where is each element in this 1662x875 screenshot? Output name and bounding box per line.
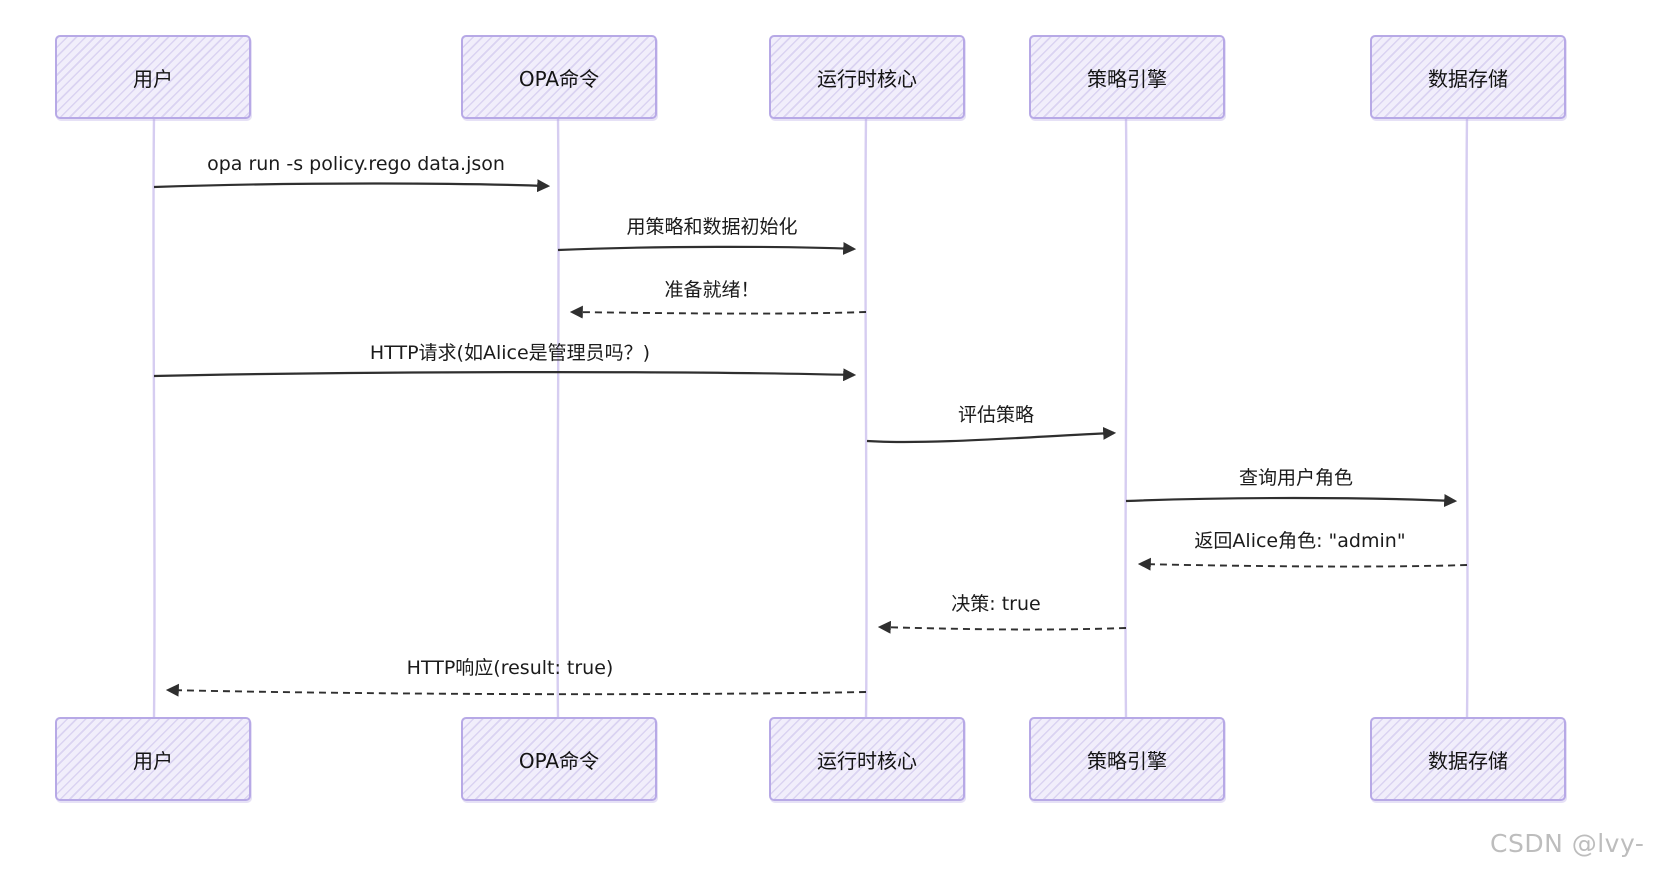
message-line-3 [569, 305, 867, 319]
lifeline-policy-engine [1124, 117, 1128, 719]
message-label-4: HTTP请求(如Alice是管理员吗？) [369, 342, 651, 364]
participant-box-data-store-top: 数据存储 [1370, 35, 1566, 119]
participant-box-user-bottom: 用户 [55, 717, 251, 801]
message-label-9: HTTP响应(result: true) [406, 657, 614, 679]
participant-label: 用户 [133, 66, 173, 91]
message-line-2 [557, 242, 857, 255]
message-label-5: 评估策略 [957, 404, 1035, 426]
message-label-1: opa run -s policy.rego data.json [207, 153, 505, 175]
participant-label: 数据存储 [1428, 748, 1508, 773]
message-line-7 [1137, 557, 1468, 571]
participant-label: 运行时核心 [817, 66, 917, 91]
participant-box-runtime-core-top: 运行时核心 [769, 35, 965, 119]
participant-label: OPA命令 [518, 66, 600, 91]
participant-label: 数据存储 [1428, 66, 1508, 91]
participant-label: 用户 [133, 748, 173, 773]
participant-label: 运行时核心 [817, 748, 917, 773]
participant-label: OPA命令 [518, 748, 600, 773]
message-line-9 [165, 683, 867, 697]
message-line-8 [877, 620, 1127, 634]
message-line-6 [1125, 494, 1458, 508]
participant-box-user-top: 用户 [55, 35, 251, 119]
message-label-6: 查询用户角色 [1238, 467, 1354, 489]
message-line-4 [153, 368, 857, 382]
participant-box-opa-command-bottom: OPA命令 [461, 717, 657, 801]
participant-box-runtime-core-bottom: 运行时核心 [769, 717, 965, 801]
lifeline-user [152, 117, 156, 719]
message-label-2: 用策略和数据初始化 [626, 216, 798, 238]
lifeline-runtime-core [864, 117, 868, 719]
participant-label: 策略引擎 [1087, 748, 1167, 773]
message-label-7: 返回Alice角色: "admin" [1194, 530, 1406, 552]
participant-label: 策略引擎 [1087, 66, 1167, 91]
csdn-watermark: CSDN @lvy- [1490, 829, 1645, 858]
lifeline-opa-command [556, 117, 560, 719]
message-line-1 [153, 179, 551, 193]
participant-box-policy-engine-top: 策略引擎 [1029, 35, 1225, 119]
participant-box-opa-command-top: OPA命令 [461, 35, 657, 119]
lifeline-data-store [1465, 117, 1469, 719]
message-line-5 [866, 426, 1117, 444]
message-label-3: 准备就绪！ [664, 279, 760, 301]
participant-box-policy-engine-bottom: 策略引擎 [1029, 717, 1225, 801]
message-label-8: 决策: true [951, 593, 1041, 615]
participant-box-data-store-bottom: 数据存储 [1370, 717, 1566, 801]
